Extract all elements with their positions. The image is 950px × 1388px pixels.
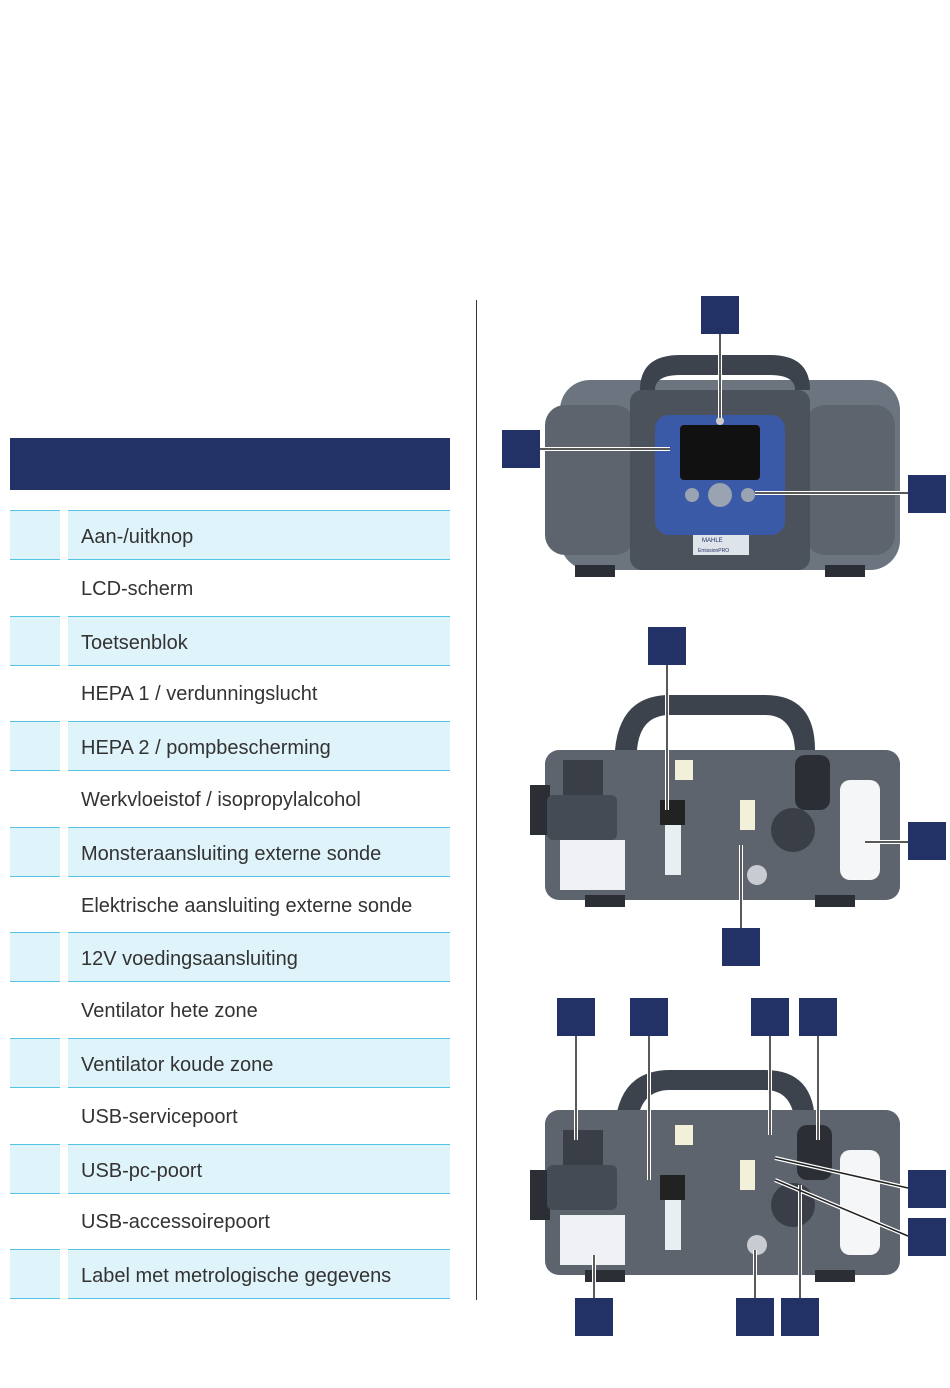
callout-marker: [502, 430, 540, 468]
table-row: 12V voedingsaansluiting: [10, 932, 450, 982]
table-row: HEPA 1 / verdunningslucht: [10, 668, 450, 718]
row-label: HEPA 2 / pompbescherming: [68, 721, 450, 771]
row-number-cell: [10, 1038, 60, 1088]
row-number-cell: [10, 616, 60, 666]
table-row: Ventilator koude zone: [10, 1038, 450, 1088]
row-label: Werkvloeistof / isopropylalcohol: [81, 789, 361, 811]
table-row: HEPA 2 / pompbescherming: [10, 721, 450, 771]
callout-marker: [908, 1218, 946, 1256]
callout-marker: [799, 998, 837, 1036]
row-label: LCD-scherm: [81, 578, 194, 600]
table-row: USB-servicepoort: [10, 1091, 450, 1141]
row-label: 12V voedingsaansluiting: [68, 932, 450, 982]
model-label: EmissionPRO: [698, 548, 729, 554]
callout-marker: [736, 1298, 774, 1336]
callout-marker: [557, 998, 595, 1036]
brand-label: MAHLE: [702, 538, 723, 544]
callout-marker: [648, 627, 686, 665]
table-header: [10, 438, 450, 490]
row-label: Ventilator koude zone: [68, 1038, 450, 1088]
device-rear-photo-2: [530, 1070, 900, 1282]
callout-marker: [908, 475, 946, 513]
table-row: Werkvloeistof / isopropylalcohol: [10, 774, 450, 824]
row-number-cell: [10, 510, 60, 560]
column-divider: [476, 300, 477, 1300]
row-label: Ventilator hete zone: [81, 1000, 258, 1022]
table-row: Label met metrologische gegevens: [10, 1249, 450, 1299]
table-row: Ventilator hete zone: [10, 985, 450, 1035]
callout-marker: [722, 928, 760, 966]
row-label: Elektrische aansluiting externe sonde: [81, 895, 413, 917]
device-rear-photo-1: [530, 695, 900, 907]
row-number-cell: [10, 721, 60, 771]
callout-marker: [781, 1298, 819, 1336]
table-row: USB-pc-poort: [10, 1144, 450, 1194]
row-label: Toetsenblok: [68, 616, 450, 666]
row-label: USB-servicepoort: [81, 1106, 238, 1128]
table-row: LCD-scherm: [10, 563, 450, 613]
row-label: Monsteraansluiting externe sonde: [68, 827, 450, 877]
row-number-cell: [10, 1144, 60, 1194]
table-row: USB-accessoirepoort: [10, 1196, 450, 1246]
row-label: USB-pc-poort: [68, 1144, 450, 1194]
row-number-cell: [10, 827, 60, 877]
row-label: Aan-/uitknop: [68, 510, 450, 560]
callout-marker: [908, 822, 946, 860]
callout-marker: [575, 1298, 613, 1336]
table-row: Aan-/uitknop: [10, 510, 450, 560]
row-label: Label met metrologische gegevens: [68, 1249, 450, 1299]
callout-marker: [751, 998, 789, 1036]
callout-marker: [701, 296, 739, 334]
table-row: Elektrische aansluiting externe sonde: [10, 880, 450, 930]
callout-marker: [630, 998, 668, 1036]
row-label: USB-accessoirepoort: [81, 1211, 270, 1233]
row-number-cell: [10, 1249, 60, 1299]
row-label: HEPA 1 / verdunningslucht: [81, 683, 318, 705]
table-row: Monsteraansluiting externe sonde: [10, 827, 450, 877]
callout-marker: [908, 1170, 946, 1208]
table-row: Toetsenblok: [10, 616, 450, 666]
device-front-photo: MAHLE EmissionPRO: [545, 355, 900, 577]
row-number-cell: [10, 932, 60, 982]
